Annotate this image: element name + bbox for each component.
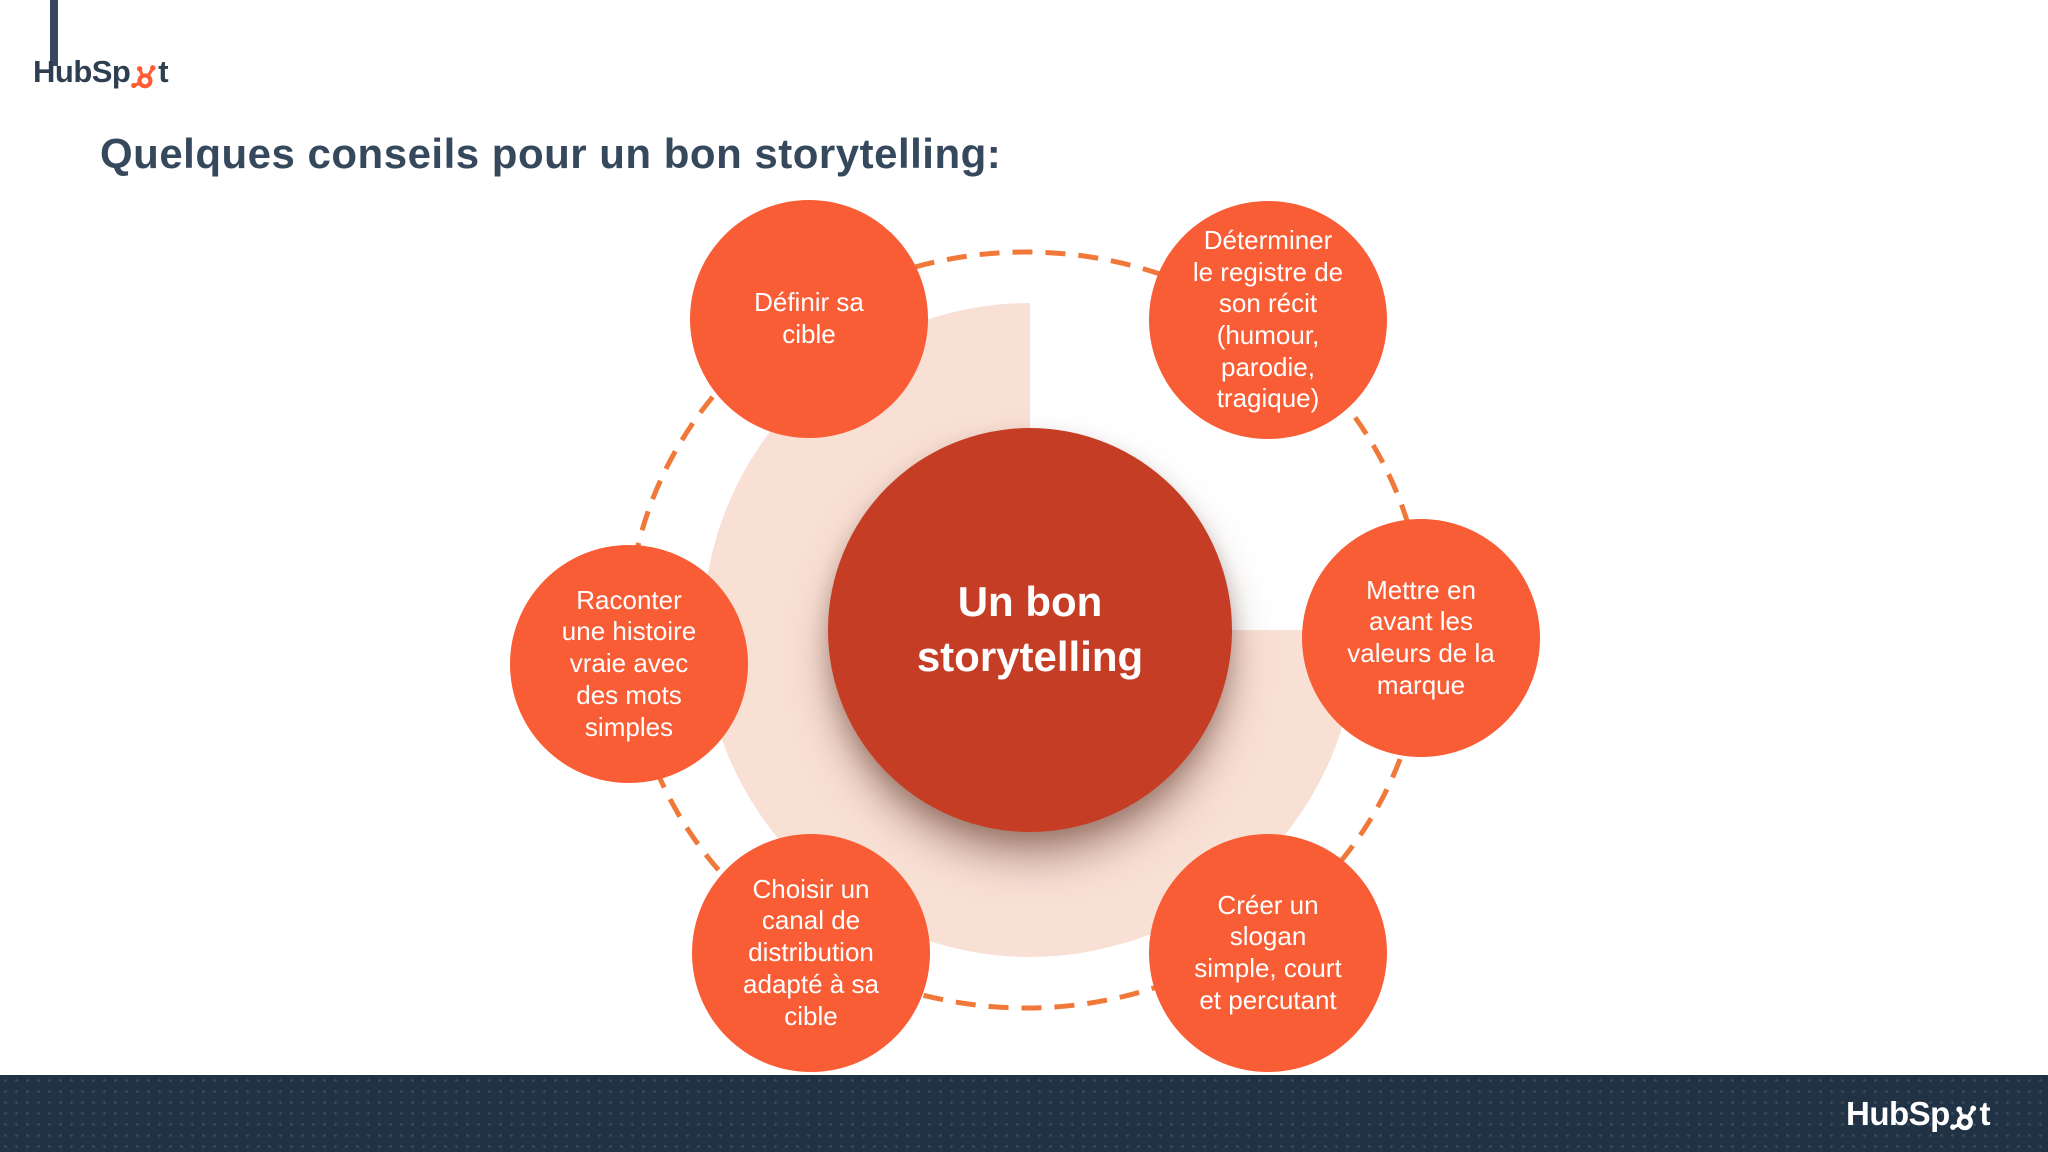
satellite-circle-creer-un-slogan: Créer un slogan simple, court et percuta… [1149, 834, 1387, 1072]
logo-word-suffix: t [1979, 1094, 1991, 1132]
hubspot-sprocket-icon [130, 64, 156, 88]
satellite-label: Mettre en avant les valeurs de la marque [1347, 574, 1495, 700]
satellite-circle-mettre-en-avant-valeurs: Mettre en avant les valeurs de la marque [1302, 519, 1540, 757]
satellite-label: Choisir un canal de distribution adapté … [743, 873, 879, 1031]
logo-word-prefix: HubSp [33, 54, 131, 89]
satellite-label: Déterminer le registre de son récit (hum… [1192, 224, 1344, 414]
satellite-circle-definir-sa-cible: Définir sa cible [690, 200, 928, 438]
satellite-circle-determiner-le-registre: Déterminer le registre de son récit (hum… [1149, 201, 1387, 439]
satellite-circle-raconter-une-histoire: Raconter une histoire vraie avec des mot… [510, 545, 748, 783]
satellite-circle-choisir-un-canal: Choisir un canal de distribution adapté … [692, 834, 930, 1072]
hubspot-logo-header: HubSp t [33, 54, 169, 90]
satellite-label: Raconter une histoire vraie avec des mot… [561, 584, 697, 742]
peach-arc-shape [703, 303, 1357, 957]
satellite-label: Définir sa cible [754, 287, 864, 349]
hubspot-sprocket-icon [1950, 1105, 1977, 1131]
logo-word-prefix: HubSp [1845, 1094, 1950, 1132]
logo-word-suffix: t [158, 54, 169, 89]
footer-bar: HubSp t [0, 1075, 2048, 1152]
header-accent-bar [50, 0, 58, 66]
satellite-label: Créer un slogan simple, court et percuta… [1194, 889, 1342, 1015]
center-circle-label: Un bon storytelling [916, 578, 1144, 680]
hubspot-logo-footer: HubSp t [1846, 1095, 1990, 1133]
center-circle: Un bon storytelling [828, 428, 1232, 832]
page-title: Quelques conseils pour un bon storytelli… [100, 130, 1002, 177]
